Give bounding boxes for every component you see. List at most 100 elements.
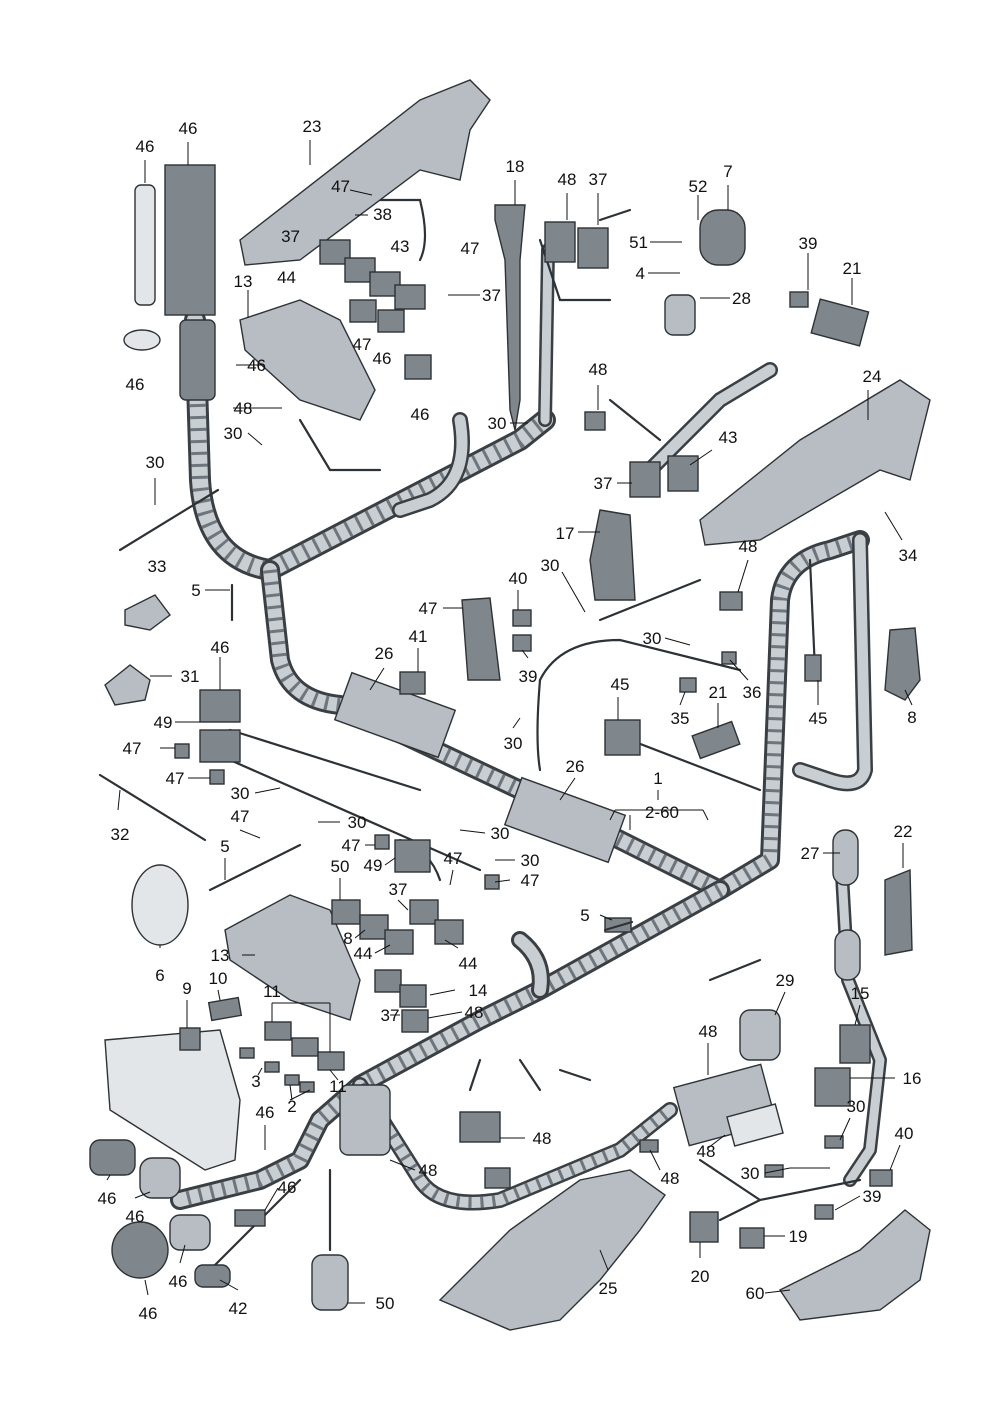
- callout-label: 49: [154, 713, 173, 732]
- callout-label: 5: [191, 581, 200, 600]
- callout-label: 46: [169, 1272, 188, 1291]
- callout-label: 47: [231, 807, 250, 826]
- relay-50: [331, 899, 361, 925]
- callout-label: 37: [594, 474, 613, 493]
- callout-label: 9: [182, 979, 191, 998]
- callout-label: 27: [801, 844, 820, 863]
- leader-lines: [106, 140, 913, 1304]
- callout-label: 30: [643, 629, 662, 648]
- callout-label: 48: [533, 1129, 552, 1148]
- callout-label: 47: [521, 871, 540, 890]
- callout-label: 32: [111, 825, 130, 844]
- callout-label: 45: [809, 709, 828, 728]
- callout-label: 29: [776, 971, 795, 990]
- control-unit-26-upper: [333, 671, 457, 759]
- grommet-27: [832, 829, 859, 886]
- clip-46: [179, 319, 216, 401]
- relay-46b: [404, 354, 432, 380]
- callout-label: 36: [743, 683, 762, 702]
- fuse-relay-plates: [224, 239, 464, 1033]
- callout-label: 30: [541, 556, 560, 575]
- callout-label: 30: [224, 424, 243, 443]
- callout-label: 8: [907, 708, 916, 727]
- clips-ties: [98, 488, 634, 946]
- callout-label: 7: [723, 162, 732, 181]
- callout-label: 25: [599, 1279, 618, 1298]
- bracket-24: [699, 379, 931, 546]
- callout-label: 39: [799, 234, 818, 253]
- socket-42: [194, 1264, 231, 1288]
- bracket-60: [778, 1209, 931, 1321]
- callout-label: 47: [342, 836, 361, 855]
- callout-label: 14: [469, 981, 488, 1000]
- callout-label: 13: [211, 946, 230, 965]
- callout-label: 21: [843, 259, 862, 278]
- relay-44: [344, 257, 376, 283]
- grommet-plate: [339, 1084, 391, 1156]
- callout-label: 30: [504, 734, 523, 753]
- callout-label: 5: [580, 906, 589, 925]
- callout-label: 13: [234, 272, 253, 291]
- callout-label: 15: [851, 984, 870, 1003]
- relay-48: [401, 1009, 429, 1033]
- relay-44c: [434, 919, 464, 945]
- callout-label: 37: [482, 286, 501, 305]
- control-unit-26-lower: [503, 776, 627, 864]
- callout-label: 48: [589, 360, 608, 379]
- relay-plate-13-lower: [224, 894, 361, 1021]
- callout-label: 30: [488, 414, 507, 433]
- callout-label: 37: [281, 227, 300, 246]
- callout-label: 37: [589, 170, 608, 189]
- grommet-27b: [834, 929, 861, 981]
- cover-22: [884, 868, 913, 956]
- relay-44b: [384, 929, 414, 955]
- callout-label: 26: [566, 757, 585, 776]
- callout-label: 48: [699, 1022, 718, 1041]
- callout-label: 46: [373, 349, 392, 368]
- callout-label: 37: [389, 880, 408, 899]
- callout-label: 30: [741, 1164, 760, 1183]
- callout-label: 48: [558, 170, 577, 189]
- callout-label: 2-60: [645, 803, 679, 822]
- callout-label: 37: [381, 1006, 400, 1025]
- callout-label: 52: [689, 177, 708, 196]
- callout-label: 47: [331, 177, 350, 196]
- callout-label: 46: [256, 1103, 275, 1122]
- round-plug-46a: [89, 1139, 136, 1176]
- callout-label: 17: [556, 524, 575, 543]
- relay-14: [399, 984, 427, 1008]
- bracket-23: [239, 79, 491, 266]
- callout-label: 35: [671, 709, 690, 728]
- callout-label: 23: [303, 117, 322, 136]
- callout-label: 3: [251, 1072, 260, 1091]
- module-47: [461, 597, 501, 681]
- callout-label: 20: [691, 1267, 710, 1286]
- callout-label: 4: [636, 264, 645, 283]
- callout-label: 47: [123, 739, 142, 758]
- callout-label: 47: [353, 335, 372, 354]
- callout-label: 42: [229, 1299, 248, 1318]
- callout-label: 50: [376, 1294, 395, 1313]
- relay-37d: [374, 969, 402, 993]
- relay-8: [359, 914, 389, 940]
- callout-label: 38: [373, 205, 392, 224]
- callout-label: 44: [354, 944, 373, 963]
- callout-label: 44: [277, 268, 296, 287]
- relay-47: [349, 299, 377, 323]
- callout-label: 47: [444, 849, 463, 868]
- callout-label: 19: [789, 1227, 808, 1246]
- callout-label: 46: [278, 1178, 297, 1197]
- callout-label: 30: [231, 784, 250, 803]
- signal-wires: [208, 198, 862, 1272]
- callout-label: 5: [220, 837, 229, 856]
- boot-28: [664, 294, 696, 336]
- bracket-25: [438, 1169, 666, 1331]
- relay-37c: [409, 899, 439, 925]
- callout-label: 48: [739, 537, 758, 556]
- round-plug-46c: [111, 1221, 169, 1279]
- callout-label: 40: [895, 1124, 914, 1143]
- battery-block: [104, 1029, 241, 1171]
- callout-label: 46: [411, 405, 430, 424]
- callout-label: 48: [661, 1169, 680, 1188]
